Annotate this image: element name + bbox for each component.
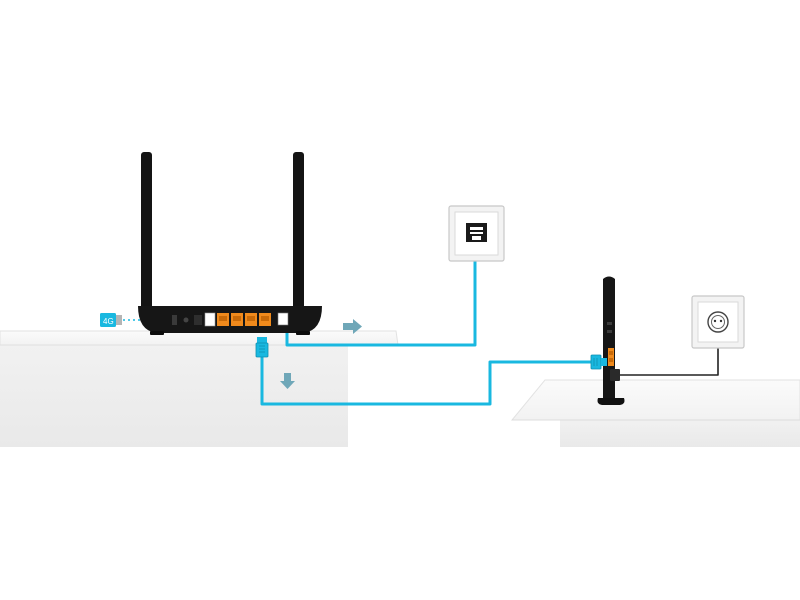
router-antenna-left: [141, 152, 152, 310]
modem-power-plug: [610, 369, 620, 381]
left-table-front: [0, 345, 348, 447]
usb-4g-label: 4G: [103, 317, 114, 326]
modem-base: [597, 398, 625, 405]
router-usb-port: [172, 315, 177, 325]
ethernet-plug-icon: [255, 337, 269, 358]
router-reset-button: [183, 317, 189, 323]
router-antenna-right: [293, 152, 304, 310]
router-power-port: [194, 315, 202, 325]
router-body: [138, 306, 322, 333]
left-table: [0, 330, 399, 447]
modem-ethernet-plug-icon: [590, 354, 607, 370]
router-icon: [138, 152, 322, 335]
modem-icon: [597, 276, 625, 405]
router-foot-right: [296, 331, 310, 335]
arrow-down-icon: [280, 373, 295, 389]
right-table-top: [510, 379, 800, 421]
modem-ethernet-port: [608, 348, 614, 366]
ethernet-cable: [260, 346, 596, 406]
router-dsl-port: [277, 312, 289, 326]
router-foot-left: [150, 331, 164, 335]
modem-power-port: [607, 330, 612, 333]
usb-4g-dongle-icon: 4G: [100, 313, 122, 327]
router-ethernet-ports: [204, 312, 271, 327]
phone-cable: [285, 232, 477, 347]
phone-jack-icon: [448, 205, 505, 262]
modem-body: [603, 276, 615, 398]
left-table-top: [0, 330, 399, 346]
right-table: [510, 379, 800, 447]
modem-indicator: [607, 322, 612, 325]
arrow-right-icon: [343, 319, 362, 334]
right-table-front: [560, 420, 800, 447]
power-outlet-icon: [691, 295, 745, 349]
